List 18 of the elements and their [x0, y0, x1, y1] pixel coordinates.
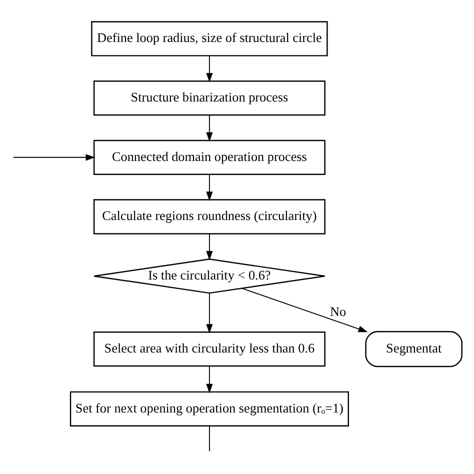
arrow	[206, 56, 213, 82]
node-box: Structure binarization process	[93, 80, 326, 116]
node-box: Segmentat	[365, 331, 462, 368]
node-box: Set for next opening operation segmentation (rₒ=1)	[70, 391, 349, 426]
arrow	[206, 174, 213, 202]
connector	[208, 426, 210, 452]
node-diamond: Is the circularity < 0.6?	[93, 258, 326, 294]
arrow	[206, 234, 213, 260]
arrow	[206, 366, 213, 394]
edge-label: No	[330, 304, 346, 319]
node-box: Select area with circularity less than 0.6	[93, 332, 326, 367]
arrow	[206, 292, 213, 334]
node-box: Define loop radius, size of structural circle	[91, 21, 328, 56]
arrow	[12, 154, 96, 161]
arrow	[241, 288, 368, 332]
node-box: Calculate regions roundness (circularity)	[93, 199, 326, 234]
node-box: Connected domain operation process	[93, 140, 326, 175]
arrow	[206, 114, 213, 142]
